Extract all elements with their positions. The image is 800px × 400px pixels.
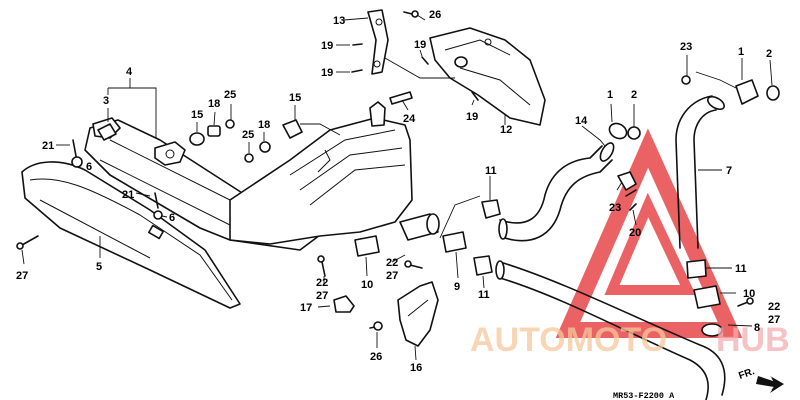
- callout-15: 15: [191, 109, 203, 121]
- callout-19: 19: [466, 111, 478, 123]
- callout-15: 15: [289, 92, 301, 104]
- callout-20: 20: [629, 227, 641, 239]
- callout-2: 2: [766, 48, 772, 60]
- leader-lines: [21, 14, 773, 361]
- callout-4: 4: [126, 66, 133, 78]
- callout-21: 21: [122, 189, 134, 201]
- small-hardware: [16, 119, 303, 250]
- front-arrow: [756, 376, 784, 393]
- callout-19: 19: [321, 67, 333, 79]
- watermark-text: AUTOMOTO HUB: [470, 321, 790, 359]
- watermark-brand-a: AUTOMOTO: [470, 321, 667, 359]
- callout-14: 14: [575, 115, 588, 127]
- callout-27: 27: [316, 290, 328, 302]
- protector-12: [429, 27, 546, 126]
- callout-6: 6: [86, 161, 92, 173]
- callout-18: 18: [258, 119, 270, 131]
- callout-5: 5: [96, 261, 102, 273]
- callout-25: 25: [242, 129, 254, 141]
- callout-22: 22: [386, 257, 398, 269]
- watermark-logo: [555, 128, 743, 338]
- exhaust-pipe-7: [675, 95, 725, 249]
- callout-19: 19: [414, 39, 426, 51]
- callout-22: 22: [768, 301, 780, 313]
- callout-26: 26: [429, 9, 441, 21]
- exhaust-pipe-lower: [495, 260, 726, 400]
- callout-21: 21: [42, 140, 54, 152]
- callout-11: 11: [735, 263, 747, 275]
- callout-9: 9: [454, 281, 460, 293]
- heat-shield-5: [21, 161, 241, 309]
- callout-1: 1: [738, 46, 744, 58]
- callout-3: 3: [103, 95, 109, 107]
- callout-6: 6: [169, 212, 175, 224]
- diagram-code: MR53-F2200 A: [613, 391, 675, 400]
- gaskets: [608, 75, 780, 140]
- callout-17: 17: [300, 302, 312, 314]
- callout-27: 27: [16, 270, 28, 282]
- callout-10: 10: [743, 288, 755, 300]
- callout-13: 13: [333, 15, 345, 27]
- callout-8: 8: [754, 322, 760, 334]
- watermark-brand-b: HUB: [716, 321, 790, 359]
- joint-collars: [354, 199, 723, 337]
- callout-22: 22: [316, 277, 328, 289]
- rubber-17: [333, 295, 355, 313]
- callout-23: 23: [609, 202, 621, 214]
- callout-27: 27: [768, 314, 780, 326]
- callout-18: 18: [208, 98, 220, 110]
- callout-24: 24: [403, 113, 416, 125]
- callout-11: 11: [485, 165, 497, 177]
- exhaust-chamber: [229, 101, 440, 245]
- bracket-13: [367, 9, 389, 75]
- screws: [351, 10, 479, 105]
- callout-numbers: 4 3 21 6 21 6 5 27 15 18 25 25 18 15 13 …: [16, 9, 780, 374]
- callout-16: 16: [410, 362, 422, 374]
- callout-12: 12: [500, 124, 512, 136]
- front-label: FR.: [737, 366, 756, 382]
- callout-10: 10: [361, 279, 373, 291]
- callout-25: 25: [224, 89, 236, 101]
- callout-23: 23: [680, 41, 692, 53]
- bracket-16: [397, 281, 439, 347]
- exhaust-pipe-14: [498, 142, 615, 242]
- callout-19: 19: [321, 40, 333, 52]
- callout-7: 7: [726, 165, 732, 177]
- callout-11: 11: [478, 289, 490, 301]
- bolts-lower: [317, 171, 754, 331]
- callout-1: 1: [607, 89, 613, 101]
- callout-2: 2: [631, 89, 637, 101]
- callout-26: 26: [370, 351, 382, 363]
- callout-27: 27: [386, 270, 398, 282]
